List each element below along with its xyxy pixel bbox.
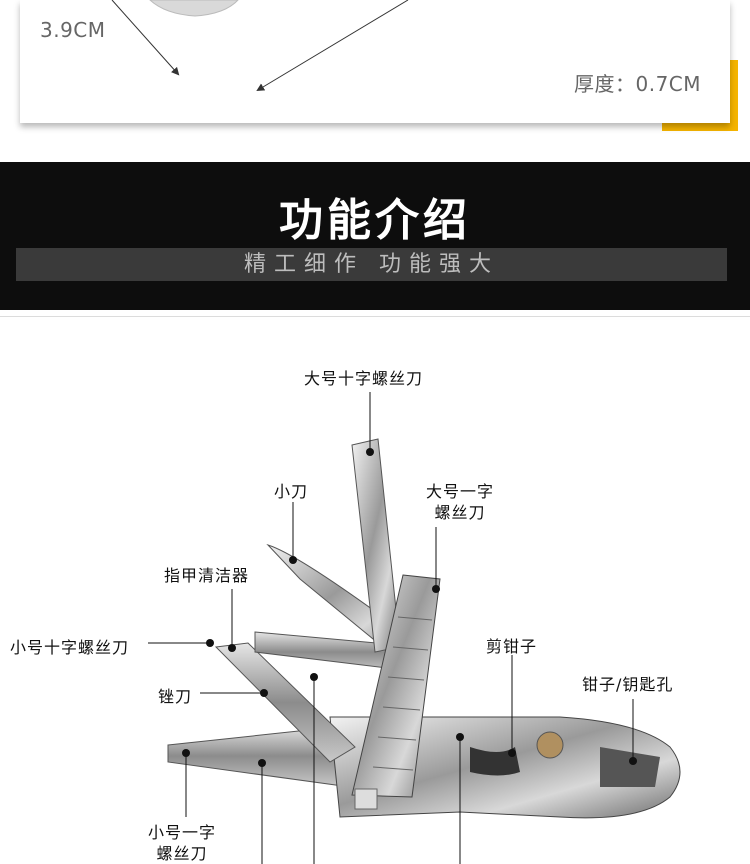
end-cap-shape	[354, 788, 378, 810]
pliers-jaw-shape	[600, 747, 660, 787]
width-dimension-label: 3.9CM	[40, 18, 106, 42]
label-file: 锉刀	[158, 687, 193, 706]
banner-title: 功能介绍	[279, 195, 471, 246]
label-small-flat-line1: 小号一字	[147, 823, 216, 842]
column-ridges	[372, 616, 433, 771]
feature-banner: 功能介绍 精工细作 功能强大	[0, 162, 750, 310]
banner-subtitle: 精工细作 功能强大	[244, 252, 499, 277]
thickness-dimension-label: 厚度：0.7CM	[574, 72, 702, 96]
cutter-notch-shape	[470, 747, 520, 776]
label-small-phillips: 小号十字螺丝刀	[10, 638, 130, 657]
label-large-flat-line1: 大号一字	[425, 482, 494, 501]
function-diagram: 大号十字螺丝刀 小刀 大号一字 螺丝刀 指甲清洁器 小号十字螺丝刀 剪钳子 钳子…	[0, 317, 750, 864]
pivot-rivet-shape	[536, 731, 564, 759]
leader-lines	[148, 392, 634, 864]
multitool-illustration	[148, 392, 681, 864]
file-blade-shape	[214, 642, 356, 763]
label-large-phillips: 大号十字螺丝刀	[304, 369, 424, 388]
dimension-section: 3.9CM 厚度：0.7CM	[0, 0, 750, 160]
label-large-flat: 大号一字 螺丝刀	[420, 481, 500, 523]
product-edge-shape	[149, 0, 239, 17]
section-divider	[0, 316, 750, 317]
label-knife: 小刀	[274, 482, 309, 501]
dimension-card	[20, 0, 730, 123]
banner-subtitle-bar: 精工细作 功能强大	[16, 248, 727, 281]
label-nail-cleaner: 指甲清洁器	[164, 566, 250, 585]
label-cutter: 剪钳子	[486, 637, 538, 656]
arrow-left	[111, 0, 180, 76]
label-pliers-key: 钳子/钥匙孔	[582, 675, 674, 694]
dimension-arrows	[111, 0, 409, 92]
large-flat-screwdriver-shape	[351, 574, 441, 798]
label-large-flat-line2: 螺丝刀	[434, 503, 486, 522]
arrow-right	[256, 0, 409, 92]
leader-dots	[182, 448, 637, 767]
label-small-flat-line2: 螺丝刀	[156, 844, 208, 863]
label-small-flat: 小号一字 螺丝刀	[142, 822, 222, 864]
